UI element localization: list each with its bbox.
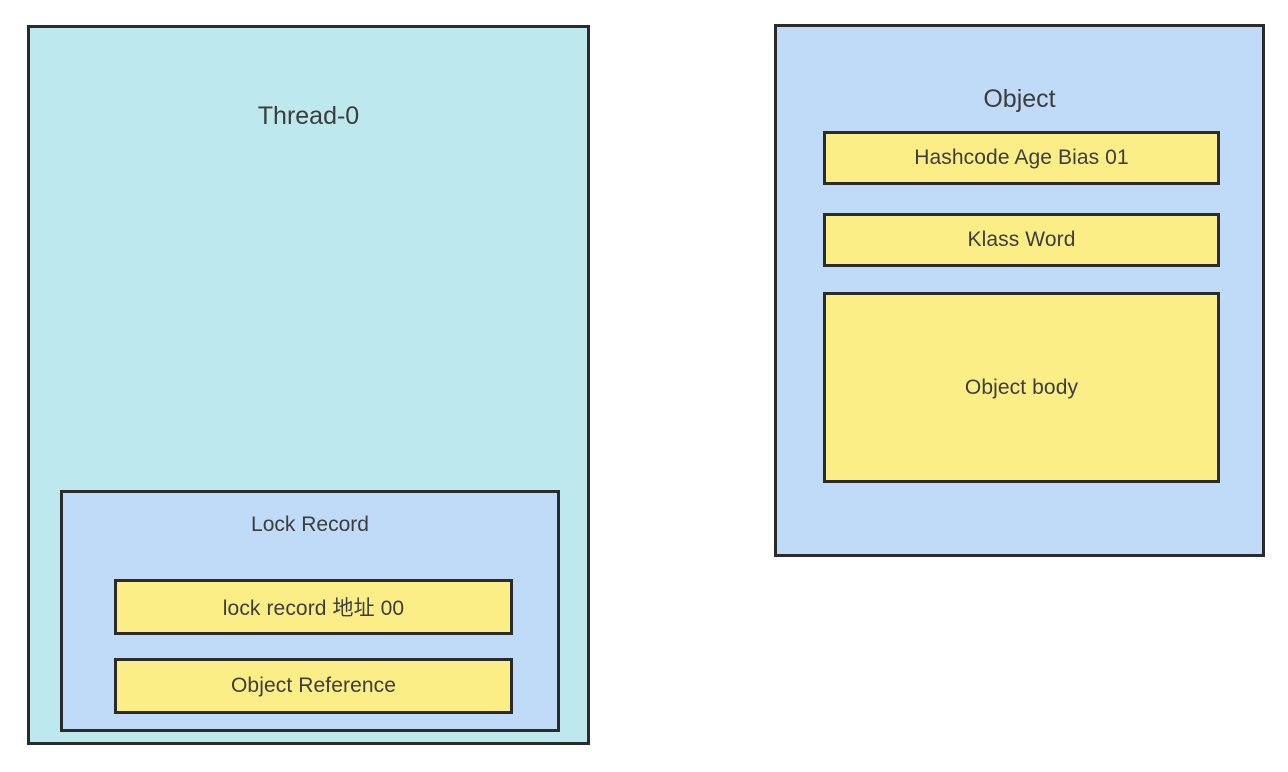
object-klass-word-cell: Klass Word [823,213,1220,267]
thread-panel-title: Thread-0 [257,102,360,130]
object-body-label: Object body [964,375,1079,399]
object-reference-label: Object Reference [230,674,397,697]
object-panel-title: Object [983,85,1056,113]
lock-record-address-cell: lock record 地址 00 [114,579,513,635]
object-klass-word-label: Klass Word [967,228,1076,251]
object-reference-cell: Object Reference [114,658,513,714]
object-header-markword-cell: Hashcode Age Bias 01 [823,131,1220,185]
object-body-cell: Object body [823,292,1220,483]
object-panel: Object Hashcode Age Bias 01 Klass Word O… [774,24,1265,557]
lock-record-title: Lock Record [251,513,369,536]
object-header-markword-label: Hashcode Age Bias 01 [914,146,1129,169]
lock-record-address-label: lock record 地址 00 [222,597,405,620]
thread-panel: Thread-0 Lock Record lock record 地址 00 O… [27,25,590,745]
lock-record-box: Lock Record lock record 地址 00 Object Ref… [60,490,560,732]
